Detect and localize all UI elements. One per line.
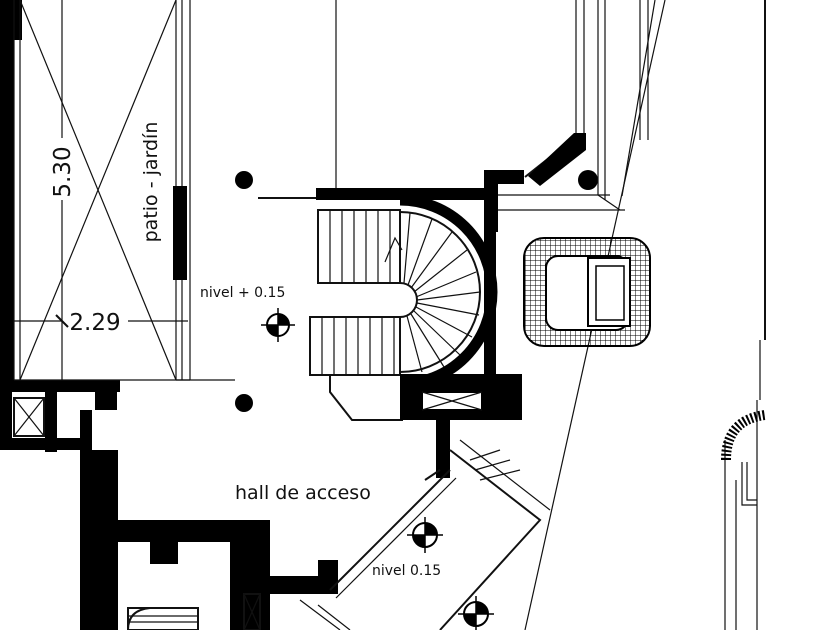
dimension-lines [14,0,188,380]
right-boundary [721,0,766,630]
width-dimension-label: 2.29 [69,310,120,336]
level-marker-lower [407,517,443,553]
columns [235,170,598,412]
planter [523,237,651,347]
shaft-boxes [13,397,261,630]
lower-level-label: nivel 0.15 [372,563,441,579]
patio-area [13,0,235,381]
hall-room-label: hall de acceso [235,482,371,504]
level-marker-bottom [458,596,494,630]
height-dimension-label: 5.30 [50,146,76,197]
level-marker-upper [261,308,295,342]
upper-level-label: nivel + 0.15 [200,285,285,301]
spiral-staircase [258,0,524,481]
left-walls [0,0,338,630]
diagonal-stair-flight [299,439,551,630]
patio-room-label: patio - jardín [140,122,162,243]
